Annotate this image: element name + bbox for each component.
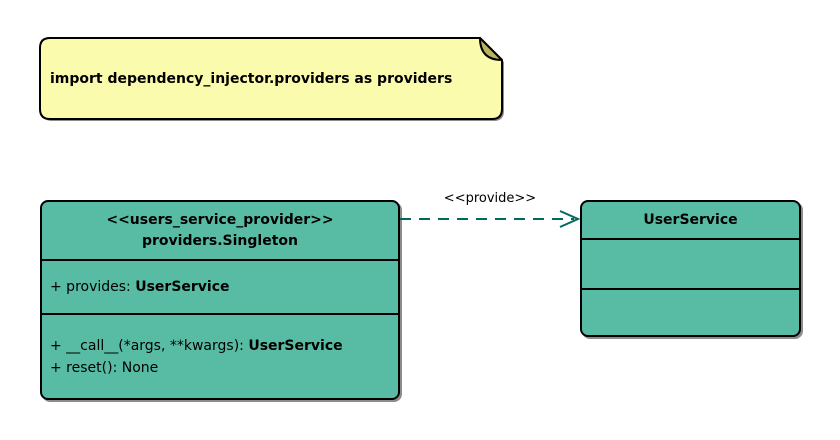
note-body — [39, 37, 503, 120]
class-name: providers.Singleton — [142, 232, 298, 249]
class-box-providers-singleton: <<users_service_provider>> providers.Sin… — [40, 200, 400, 400]
class-methods: + __call__(*args, **kwargs): UserService… — [42, 313, 398, 398]
import-note: import dependency_injector.providers as … — [38, 36, 508, 126]
provide-edge-label: <<provide>> — [443, 191, 537, 206]
attribute-type: UserService — [135, 279, 230, 295]
provide-arrow — [400, 210, 581, 228]
method-type: UserService — [248, 337, 343, 354]
method-text: + __call__(*args, **kwargs): — [50, 337, 249, 354]
class-attributes-empty — [582, 238, 799, 288]
note-fold-icon — [479, 37, 503, 61]
class-attributes: + provides: UserService — [42, 259, 398, 313]
class-methods-empty — [582, 288, 799, 335]
attribute-line: + provides: UserService — [50, 276, 398, 298]
class-header: <<users_service_provider>> providers.Sin… — [42, 202, 398, 259]
attribute-text: + provides: — [50, 279, 136, 295]
provide-arrowhead-icon — [559, 210, 581, 228]
method-line: + __call__(*args, **kwargs): UserService — [50, 335, 398, 357]
method-line: + reset(): None — [50, 357, 398, 379]
class-header: UserService — [582, 202, 799, 238]
class-name: UserService — [643, 211, 738, 228]
note-text: import dependency_injector.providers as … — [50, 70, 453, 87]
note-shape — [39, 37, 504, 121]
class-box-userservice: UserService — [580, 200, 801, 337]
class-stereotype: <<users_service_provider>> — [106, 211, 334, 228]
method-text: + reset(): None — [50, 359, 159, 376]
